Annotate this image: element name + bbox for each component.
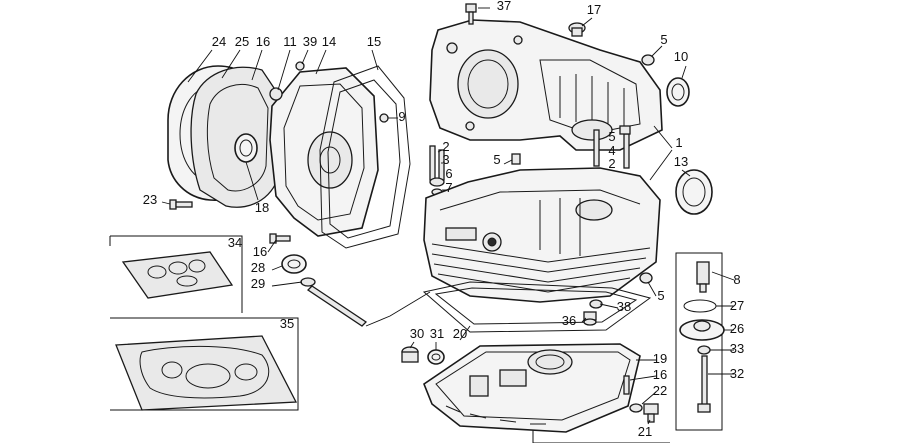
callout-c18: 18 (255, 200, 269, 215)
callout-c16a: 16 (256, 34, 270, 49)
callout-c2b: 2 (442, 139, 449, 154)
callout-c5d: 5 (657, 288, 664, 303)
bush-5-top (641, 54, 655, 66)
callout-c17: 17 (587, 2, 601, 17)
timing-gasket-15 (319, 65, 411, 249)
bolt-37 (465, 3, 477, 25)
callout-c4: 4 (608, 143, 615, 158)
callout-c10: 10 (674, 49, 688, 64)
callout-c36: 36 (562, 313, 576, 328)
seal-13 (675, 169, 713, 215)
callout-c2a: 2 (608, 156, 615, 171)
callout-c27: 27 (730, 298, 744, 313)
callout-c38: 38 (617, 299, 631, 314)
callout-c3: 3 (442, 152, 449, 167)
callout-c6: 6 (445, 166, 452, 181)
washer-22 (629, 403, 643, 413)
callout-c5a: 5 (660, 32, 667, 47)
screw-16-left (269, 233, 291, 244)
oil-pan-19 (423, 343, 641, 433)
callout-c32: 32 (730, 366, 744, 381)
dowel-5-middle (511, 153, 521, 165)
callout-c9: 9 (398, 109, 405, 124)
callout-c25: 25 (235, 34, 249, 49)
callout-c21: 21 (638, 424, 652, 439)
gasket-kit-35 (115, 335, 298, 411)
callout-c5b: 5 (608, 129, 615, 144)
pump-flange-26 (679, 319, 725, 341)
gasket-kit-34 (121, 251, 234, 299)
callout-c26: 26 (730, 321, 744, 336)
callout-c23: 23 (143, 192, 157, 207)
screw-16-pan (623, 375, 630, 395)
gasket-kit-35-frame (110, 317, 299, 411)
studs-right (593, 125, 631, 169)
callout-c29: 29 (251, 276, 265, 291)
callout-c35: 35 (280, 316, 294, 331)
o-ring-27 (683, 299, 717, 313)
plug-17 (568, 22, 586, 37)
seal-31 (427, 349, 445, 365)
callout-c19: 19 (653, 351, 667, 366)
gasket-25 (190, 66, 283, 208)
bolt-32 (697, 355, 711, 413)
upper-crankcase-bell-housing (429, 19, 663, 151)
callout-c34: 34 (228, 235, 242, 250)
washer-33 (697, 345, 711, 355)
callout-c8: 8 (733, 272, 740, 287)
callout-c13: 13 (674, 154, 688, 169)
callout-c16c: 16 (653, 367, 667, 382)
plug-36 (583, 311, 597, 326)
callout-c37: 37 (497, 0, 511, 13)
drain-plug-21 (643, 403, 659, 423)
callout-c28: 28 (251, 260, 265, 275)
callout-c15: 15 (367, 34, 381, 49)
oil-filler-28 (281, 254, 307, 274)
callout-c11: 11 (283, 34, 297, 49)
oil-pan-gasket-20 (422, 281, 652, 333)
callout-c7: 7 (445, 180, 452, 195)
callout-c14: 14 (322, 34, 336, 49)
gasket-kit-34-frame (109, 235, 243, 313)
callout-c16b: 16 (253, 244, 267, 259)
screw-23 (169, 199, 193, 210)
lower-crankcase-1 (423, 167, 661, 303)
pump-shaft-8 (696, 261, 710, 293)
filler-plug-30 (401, 346, 419, 363)
dipstick-29 (300, 277, 368, 327)
callout-c5c: 5 (493, 152, 500, 167)
callout-c22: 22 (653, 383, 667, 398)
callout-c30: 30 (410, 326, 424, 341)
callout-c31: 31 (430, 326, 444, 341)
callout-c39: 39 (303, 34, 317, 49)
callout-c20: 20 (453, 326, 467, 341)
oil-pump-group-frame (675, 252, 723, 431)
timing-cover-14 (269, 61, 379, 237)
leader-lines (161, 7, 735, 425)
callout-c33: 33 (730, 341, 744, 356)
seal-10 (666, 77, 690, 107)
callout-c1: 1 (675, 135, 682, 150)
callout-c24: 24 (212, 34, 226, 49)
bush-5-right (639, 272, 653, 284)
